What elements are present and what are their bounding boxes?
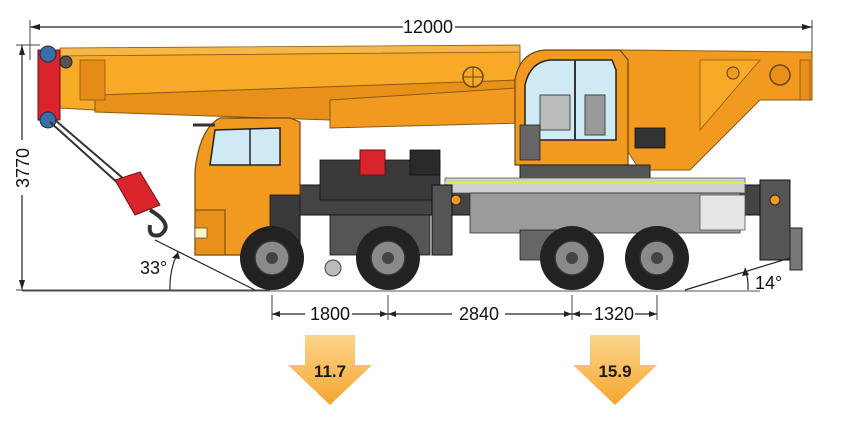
rear-axle-load-arrow: 15.9: [573, 335, 657, 405]
wheelbase-rear-label: 1320: [594, 304, 634, 324]
front-axle-load-arrow: 11.7: [288, 335, 372, 405]
wheelbase-dimensions: 1800 2840 1320: [271, 295, 658, 324]
wheelbase-middle-label: 2840: [459, 304, 499, 324]
tow-hitch: [324, 259, 342, 277]
wheel-front-2: [356, 226, 420, 290]
overall-length-label: 12000: [403, 17, 453, 37]
overall-length-dimension: 12000: [29, 17, 813, 60]
departure-angle-label: 14°: [755, 273, 782, 293]
front-axle-load-label: 11.7: [314, 362, 346, 381]
hook-block: [49, 119, 168, 238]
rear-axle-load-label: 15.9: [598, 362, 631, 381]
wheelbase-front-label: 1800: [310, 304, 350, 324]
wheel-front-1: [240, 226, 304, 290]
middle-outrigger: [431, 184, 462, 256]
overall-height-label: 3770: [13, 148, 33, 188]
wheel-rear-2: [625, 226, 689, 290]
approach-angle-label: 33°: [140, 258, 167, 278]
overall-height-dimension: 3770: [13, 44, 270, 291]
rear-outrigger: [759, 179, 803, 271]
crane-operator-cab: [514, 49, 629, 166]
departure-angle: 14°: [684, 257, 791, 293]
wheel-rear-1: [540, 226, 604, 290]
approach-angle: 33°: [140, 239, 256, 291]
superstructure-rear: [619, 49, 813, 171]
